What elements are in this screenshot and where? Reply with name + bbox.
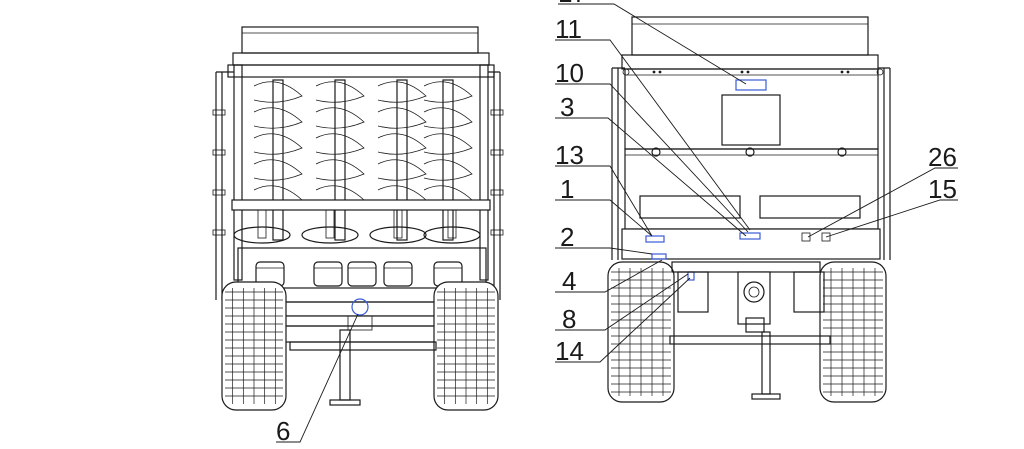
callout-15: 15: [928, 174, 957, 204]
callout-26: 26: [928, 142, 957, 172]
callout-3: 3: [560, 92, 574, 122]
callout-6: 6: [276, 416, 290, 446]
callout-1: 1: [560, 174, 574, 204]
wheel: [221, 281, 287, 411]
callout-14: 14: [555, 336, 584, 366]
callout-17: 17: [558, 0, 587, 8]
leader-lines: [276, 3, 958, 443]
callout-8: 8: [562, 304, 576, 334]
rear-view-augers: [212, 26, 504, 411]
auger-4: [423, 79, 473, 241]
callout-4: 4: [562, 266, 576, 296]
auger-2: [315, 79, 365, 241]
wheel: [607, 261, 675, 403]
wheel: [819, 261, 887, 403]
callout-10: 10: [555, 58, 584, 88]
auger-3: [377, 79, 427, 241]
wheel: [433, 281, 499, 411]
callout-labels: 17 11 10 3 13 1 2 4 8 14 26 15 6: [276, 0, 957, 446]
rear-view-panel: [607, 16, 891, 403]
callout-13: 13: [555, 140, 584, 170]
auger-1: [253, 79, 303, 241]
callout-2: 2: [560, 222, 574, 252]
callout-11: 11: [555, 14, 582, 44]
